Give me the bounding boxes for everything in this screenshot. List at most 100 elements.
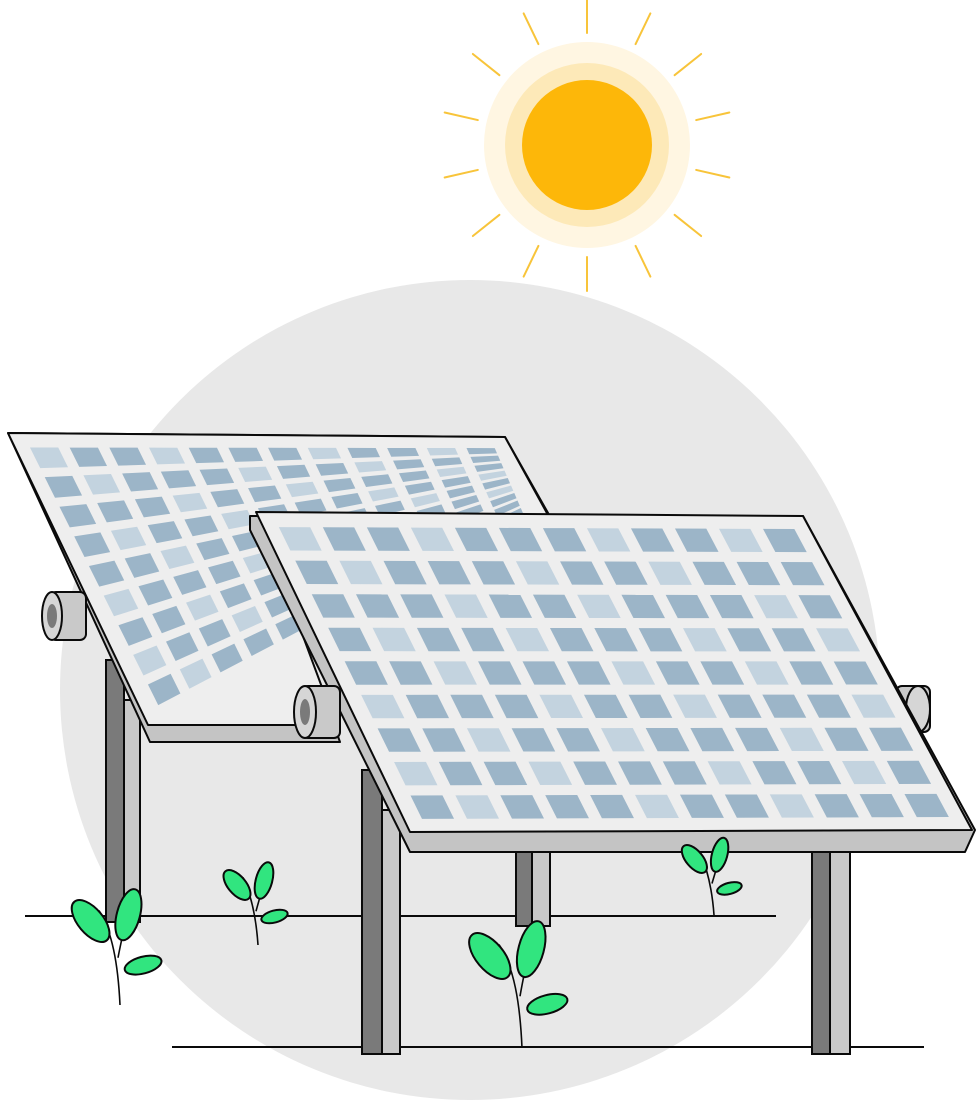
back-panel-cell [208, 560, 241, 585]
front-panel-cell [816, 628, 861, 652]
front-panel-cell [904, 793, 949, 818]
back-panel-cell [69, 447, 108, 467]
front-panel-cell [724, 794, 769, 818]
leaf-icon [114, 888, 143, 942]
plant-icon [70, 888, 163, 1006]
front-panel-cell [383, 560, 427, 585]
front-panel-cell [339, 560, 383, 585]
front-panel-cell [483, 761, 528, 786]
front-panel-cell [798, 595, 843, 619]
leaf-icon [680, 844, 708, 874]
front-panel-cell [752, 761, 797, 785]
leaf-icon [253, 861, 275, 900]
sun-ray [443, 111, 479, 122]
back-panel-cell [436, 466, 467, 477]
front-panel-cell [488, 594, 533, 618]
front-panel-cell [532, 594, 577, 618]
front-panel-cell [709, 594, 754, 619]
front-panel-cell [522, 661, 567, 685]
back-panel-cell [147, 521, 183, 544]
front-panel-cell [322, 527, 366, 551]
plant-icon [680, 836, 743, 916]
leaf-icon [468, 932, 512, 980]
back-panel-cell [387, 447, 420, 457]
back-panel-cell [307, 447, 342, 460]
front-panel-cell [744, 661, 789, 685]
back-panel-cell [446, 485, 475, 499]
front-panel-cell [556, 728, 600, 752]
sun-ray [522, 244, 540, 278]
front-panel-cell [690, 727, 735, 752]
front-panel-cell [311, 594, 355, 618]
front-panel-cell [601, 728, 645, 752]
front-panel-cell [505, 627, 550, 652]
front-panel-cell [780, 562, 825, 586]
front-panel-cell [438, 761, 483, 786]
front-panel-cell [361, 694, 405, 719]
back-panel-cell [97, 500, 134, 523]
sun-ray [673, 52, 703, 77]
front-panel-cell [498, 527, 543, 552]
back-panel-cell [426, 448, 459, 456]
front-panel-cell [618, 761, 662, 785]
front-solar-panel-icon [249, 511, 976, 853]
sun-ray [471, 213, 501, 238]
front-panel-cell [824, 727, 869, 751]
front-panel-cell [814, 794, 859, 818]
front-panel-cell [295, 560, 339, 585]
front-panel-cell [717, 694, 762, 718]
back-panel-cell [470, 455, 501, 464]
front-panel-cell [621, 594, 665, 619]
front-panel-cell [707, 761, 752, 785]
front-panel-cell [400, 594, 444, 618]
front-panel-cell [683, 628, 727, 652]
back-panel-cell [490, 493, 517, 508]
back-panel-cell [228, 447, 264, 462]
front-panel-cell [450, 694, 494, 719]
leaf-icon [70, 899, 111, 943]
back-panel-post [105, 659, 141, 923]
back-panel-cell [29, 447, 69, 469]
front-panel-cell [461, 627, 505, 652]
front-panel-cell [444, 594, 488, 618]
front-panel-cell [645, 727, 690, 752]
back-panel-cell [160, 545, 195, 570]
front-panel-cell [515, 561, 560, 585]
front-panel-cell [662, 761, 707, 785]
back-panel-cell [186, 594, 219, 621]
front-panel-cell [539, 694, 583, 719]
back-panel-cell [196, 538, 230, 561]
back-panel-cell [122, 472, 159, 492]
front-panel-cell [692, 561, 737, 586]
front-panel-cell [635, 794, 679, 819]
back-panel-cell [147, 673, 181, 706]
back-panel-cell [494, 500, 520, 517]
back-panel-cell [199, 468, 235, 486]
back-panel-cell [188, 447, 225, 464]
back-panel-cell [173, 570, 207, 595]
leaf-icon [526, 992, 569, 1016]
back-panel-cell [110, 526, 147, 551]
back-panel-cell [211, 643, 243, 673]
front-panel-cell [628, 694, 673, 718]
front-panel-cell [549, 627, 594, 652]
front-panel-cell [427, 561, 471, 585]
front-panel-cell [674, 528, 719, 552]
back-panel-cell [268, 447, 303, 461]
front-panel-cell [328, 627, 372, 652]
back-panel-cell [410, 493, 440, 508]
back-panel-cell [88, 560, 125, 587]
back-panel-cell [221, 509, 255, 530]
back-panel-cell [134, 496, 171, 518]
front-panel-cell [528, 761, 573, 785]
front-panel-cell [679, 794, 724, 818]
front-panel-cell [841, 760, 887, 785]
front-panel-cell [806, 694, 851, 718]
front-panel-cell [372, 627, 416, 652]
front-panel-cell [763, 528, 807, 553]
front-panel-cell [735, 727, 780, 752]
front-panel-cell [655, 661, 700, 685]
back-panel-cell [243, 628, 274, 656]
back-panel-cell [231, 605, 263, 633]
